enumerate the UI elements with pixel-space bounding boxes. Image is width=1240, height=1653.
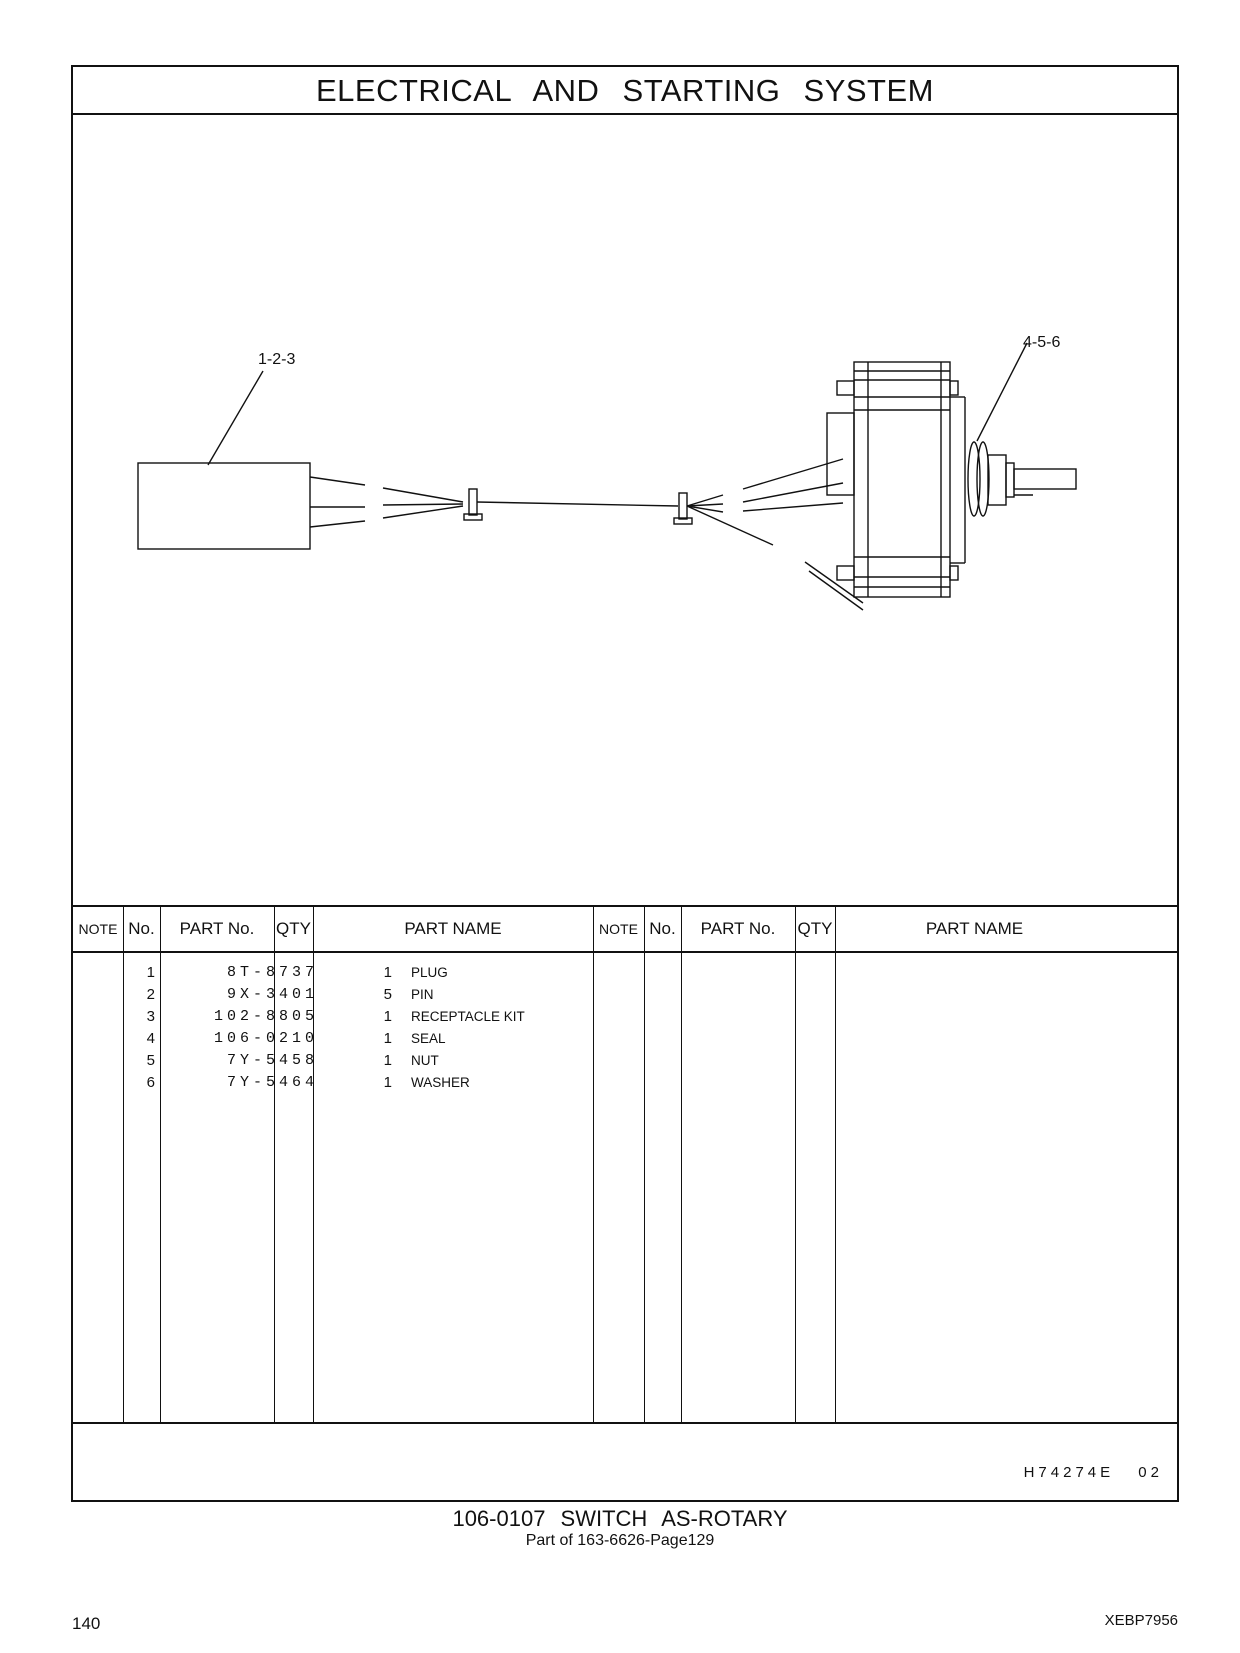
table-header: NOTE No. PART No. QTY PART NAME NOTE No.…: [73, 907, 1177, 953]
part-number: 9X-3401: [226, 986, 318, 1003]
part-name: SEAL: [411, 1031, 446, 1046]
header-partno-left: PART No.: [179, 919, 255, 938]
item-number: 3: [146, 1008, 155, 1025]
header-no-left: No.: [128, 919, 155, 938]
washer: [976, 441, 990, 517]
parts-list-table: NOTE No. PART No. QTY PART NAME NOTE No.…: [73, 905, 1177, 1424]
section-title: ELECTRICAL AND STARTING SYSTEM: [73, 67, 1177, 115]
item-number: 1: [146, 964, 155, 981]
quantity: 1: [383, 964, 392, 981]
leader-line-left: [207, 370, 264, 466]
table-row: 3 102-8805 1 RECEPTACLE KIT: [73, 1005, 1177, 1028]
pin-left: [468, 488, 478, 516]
illustration-code: H74274E 02: [1023, 1464, 1163, 1481]
seal-ring: [967, 441, 981, 517]
header-note-right: NOTE: [599, 921, 638, 937]
part-name: NUT: [411, 1053, 439, 1068]
item-number: 6: [146, 1074, 155, 1091]
page-number: 140: [72, 1614, 101, 1633]
quantity: 1: [383, 1008, 392, 1025]
plug-body: [137, 462, 311, 550]
part-name: PLUG: [411, 965, 448, 980]
header-partno-right: PART No.: [700, 919, 776, 938]
part-number: 102-8805: [213, 1008, 318, 1025]
header-partname-left: PART NAME: [404, 919, 502, 938]
quantity: 5: [383, 986, 392, 1003]
column-divider: [681, 907, 682, 1422]
column-divider: [274, 907, 275, 1422]
header-qty-left: QTY: [276, 919, 311, 938]
header-partname-right: PART NAME: [925, 919, 1024, 938]
table-row: 4 106-0210 1 SEAL: [73, 1027, 1177, 1050]
leader-line-right: [976, 342, 1028, 442]
column-divider: [160, 907, 161, 1422]
header-note-left: NOTE: [78, 921, 118, 937]
item-number: 4: [146, 1030, 155, 1047]
column-divider: [644, 907, 645, 1422]
part-name: RECEPTACLE KIT: [411, 1009, 525, 1024]
quantity: 1: [383, 1030, 392, 1047]
quantity: 1: [383, 1074, 392, 1091]
shaft: [1013, 468, 1077, 490]
column-divider: [593, 907, 594, 1422]
header-qty-right: QTY: [797, 919, 833, 938]
column-divider: [795, 907, 796, 1422]
nut: [987, 454, 1007, 506]
parts-page-frame: ELECTRICAL AND STARTING SYSTEM: [71, 65, 1179, 1502]
switch-assembly-drawing: 1-2-3 4-5-6: [137, 334, 1077, 611]
assembly-subtitle: Part of 163-6626-Page129: [525, 1532, 715, 1549]
table-row: 6 7Y-5464 1 WASHER: [73, 1071, 1177, 1094]
item-number: 2: [146, 986, 155, 1003]
table-row: 2 9X-3401 5 PIN: [73, 983, 1177, 1006]
part-number: 8T-8737: [226, 964, 318, 981]
assembly-title: 106-0107 SWITCH AS-ROTARY: [452, 1506, 788, 1531]
table-row: 1 8T-8737 1 PLUG: [73, 961, 1177, 984]
item-number: 5: [146, 1052, 155, 1069]
pin-right: [678, 492, 688, 520]
table-row: 5 7Y-5458 1 NUT: [73, 1049, 1177, 1072]
column-divider: [313, 907, 314, 1422]
column-divider: [835, 907, 836, 1422]
callout-4-5-6: 4-5-6: [1023, 334, 1060, 351]
column-divider: [123, 907, 124, 1422]
part-number: 7Y-5464: [226, 1074, 318, 1091]
parts-illustration: 1-2-3 4-5-6: [73, 115, 1177, 905]
callout-1-2-3: 1-2-3: [258, 351, 295, 368]
header-no-right: No.: [649, 919, 676, 938]
quantity: 1: [383, 1052, 392, 1069]
document-id: XEBP7956: [1104, 1612, 1178, 1629]
part-number: 7Y-5458: [226, 1052, 318, 1069]
part-number: 106-0210: [213, 1030, 318, 1047]
part-name: WASHER: [411, 1075, 470, 1090]
part-name: PIN: [411, 987, 434, 1002]
